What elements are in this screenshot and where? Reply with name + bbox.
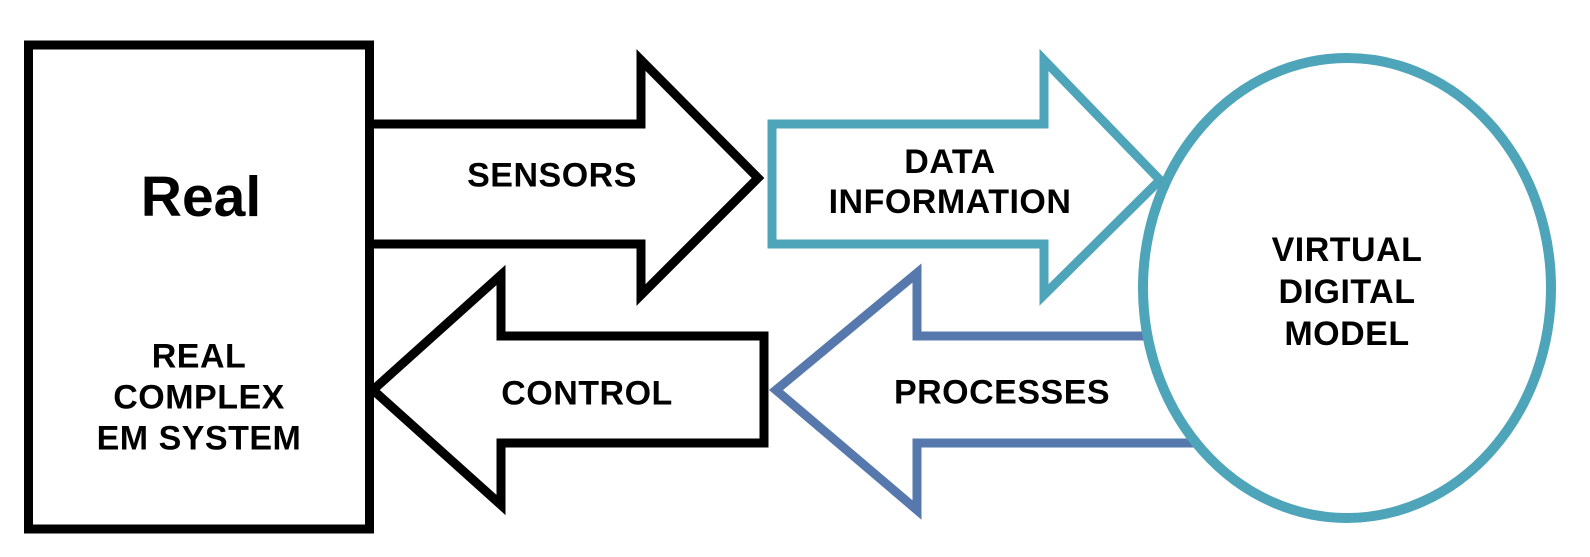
data-information-label-line-2: INFORMATION: [828, 183, 1072, 221]
data-information-arrow-label: DATA INFORMATION: [829, 142, 1072, 222]
sensors-arrow-label: SENSORS: [467, 156, 637, 195]
real-box-subtitle: REAL COMPLEX EM SYSTEM: [97, 337, 302, 460]
real-box-subtitle-line-1: REAL: [151, 337, 247, 376]
virtual-model-label-line-3: MODEL: [1284, 315, 1410, 353]
sensors-arrow: [363, 49, 765, 306]
processes-arrow-label: PROCESSES: [893, 373, 1111, 412]
real-box-subtitle-line-2: COMPLEX: [113, 378, 285, 417]
data-information-label-line-1: DATA: [904, 143, 996, 181]
virtual-model-label: VIRTUAL DIGITAL MODEL: [1272, 229, 1423, 355]
real-system-box: [24, 40, 374, 534]
virtual-model-label-line-1: VIRTUAL: [1271, 231, 1423, 269]
virtual-model-label-line-2: DIGITAL: [1278, 273, 1416, 311]
real-box-subtitle-line-3: EM SYSTEM: [96, 419, 302, 458]
virtual-model-ellipse: [1138, 53, 1556, 523]
data-information-arrow: [767, 48, 1167, 306]
control-arrow: [366, 264, 769, 516]
control-arrow-label: CONTROL: [501, 374, 673, 413]
real-box-title: Real: [140, 164, 262, 229]
